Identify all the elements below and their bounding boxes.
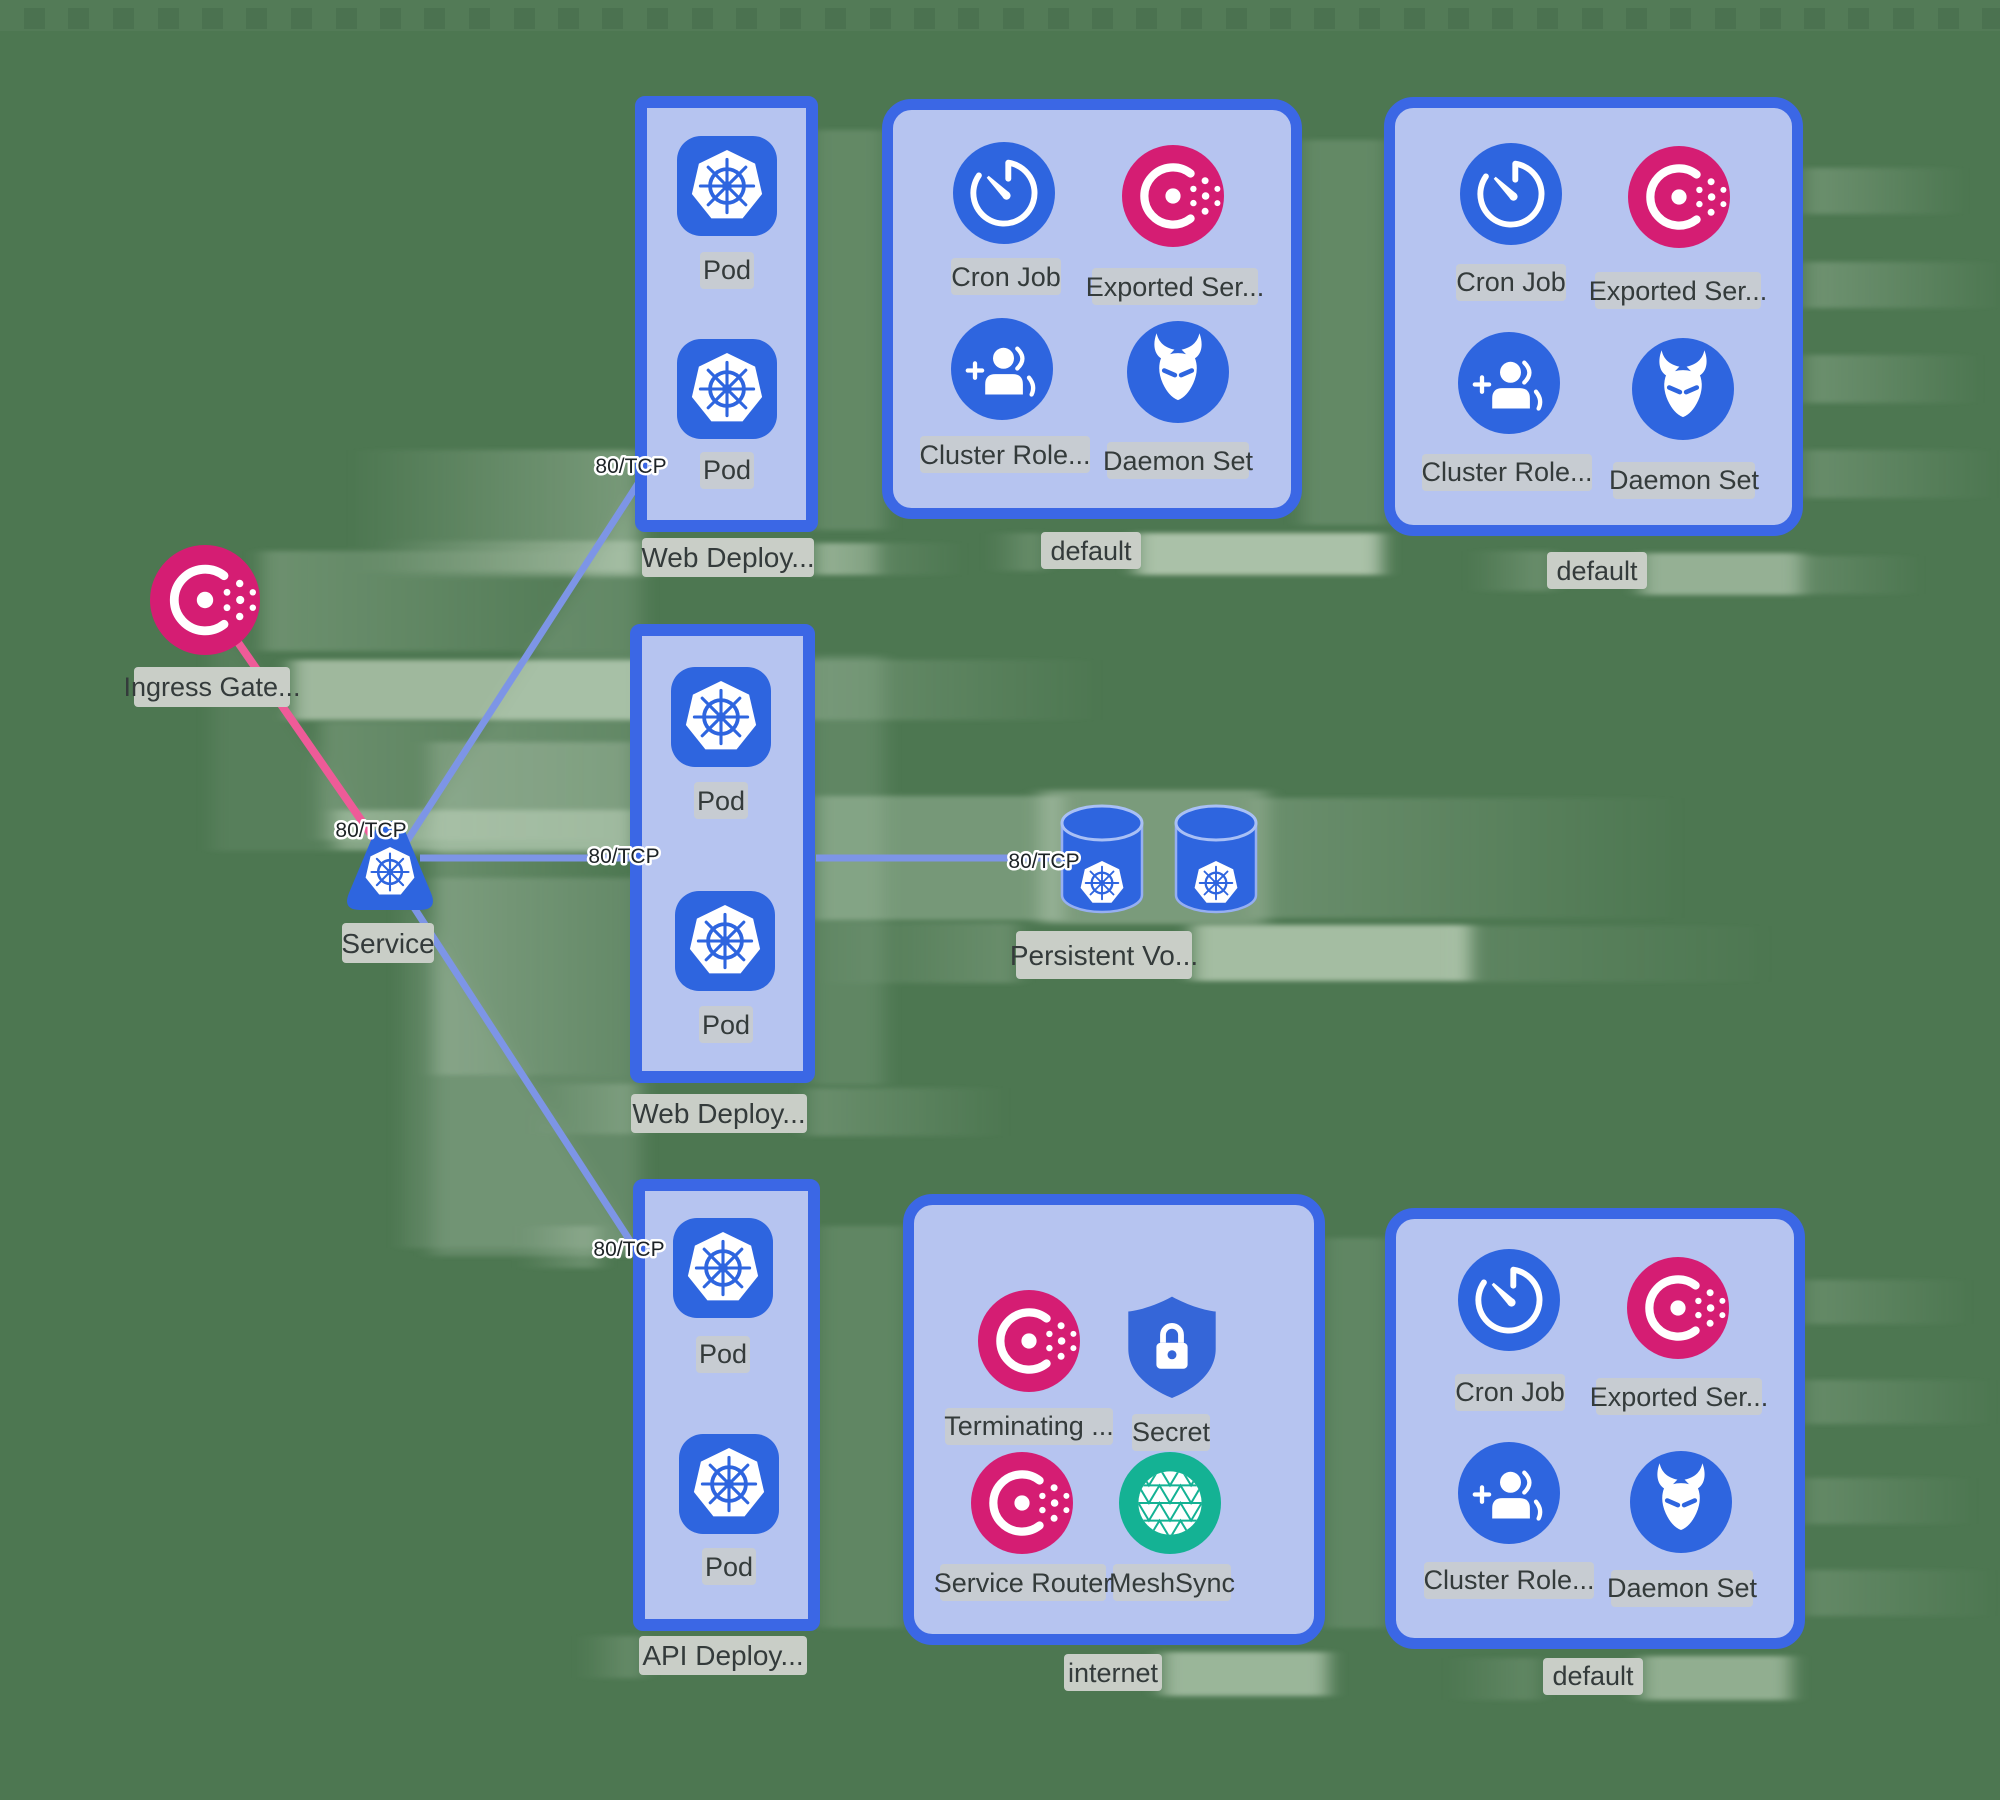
svg-text:default: default [1552,1661,1634,1691]
svg-text:Pod: Pod [703,455,751,485]
svg-text:Web Deploy...: Web Deploy... [641,542,814,573]
svg-text:Pod: Pod [697,786,745,816]
svg-text:Persistent Vo...: Persistent Vo... [1010,940,1198,971]
svg-text:Pod: Pod [699,1339,747,1369]
svg-text:default: default [1050,536,1132,566]
svg-text:80/TCP: 80/TCP [593,1238,664,1261]
svg-text:Pod: Pod [705,1552,753,1582]
svg-text:Secret: Secret [1132,1417,1211,1447]
svg-text:Cron Job: Cron Job [1455,1377,1565,1407]
svg-text:Service Router: Service Router [934,1568,1113,1598]
svg-text:Cluster Role...: Cluster Role... [919,440,1090,470]
svg-text:Pod: Pod [703,255,751,285]
svg-text:Exported Ser...: Exported Ser... [1589,276,1768,306]
svg-text:Cluster Role...: Cluster Role... [1421,457,1592,487]
svg-text:API Deploy...: API Deploy... [642,1640,803,1671]
svg-text:Exported Ser...: Exported Ser... [1590,1382,1769,1412]
svg-text:internet: internet [1068,1658,1159,1688]
svg-text:80/TCP: 80/TCP [335,819,406,842]
svg-text:Daemon Set: Daemon Set [1103,446,1254,476]
svg-text:Cron Job: Cron Job [1456,267,1566,297]
svg-text:Daemon Set: Daemon Set [1609,465,1760,495]
svg-text:Cron Job: Cron Job [951,262,1061,292]
svg-text:Web Deploy...: Web Deploy... [632,1098,805,1129]
svg-text:Ingress Gate...: Ingress Gate... [123,672,300,702]
svg-text:80/TCP: 80/TCP [595,455,666,478]
svg-text:Exported Ser...: Exported Ser... [1086,272,1265,302]
svg-text:80/TCP: 80/TCP [1008,850,1079,873]
svg-text:Pod: Pod [702,1010,750,1040]
svg-text:Terminating ...: Terminating ... [944,1411,1114,1441]
svg-text:80/TCP: 80/TCP [588,845,659,868]
svg-text:Service: Service [341,928,434,959]
svg-text:Cluster Role...: Cluster Role... [1423,1565,1594,1595]
svg-text:Daemon Set: Daemon Set [1607,1573,1758,1603]
svg-text:default: default [1556,556,1638,586]
svg-text:MeshSync: MeshSync [1109,1568,1235,1598]
